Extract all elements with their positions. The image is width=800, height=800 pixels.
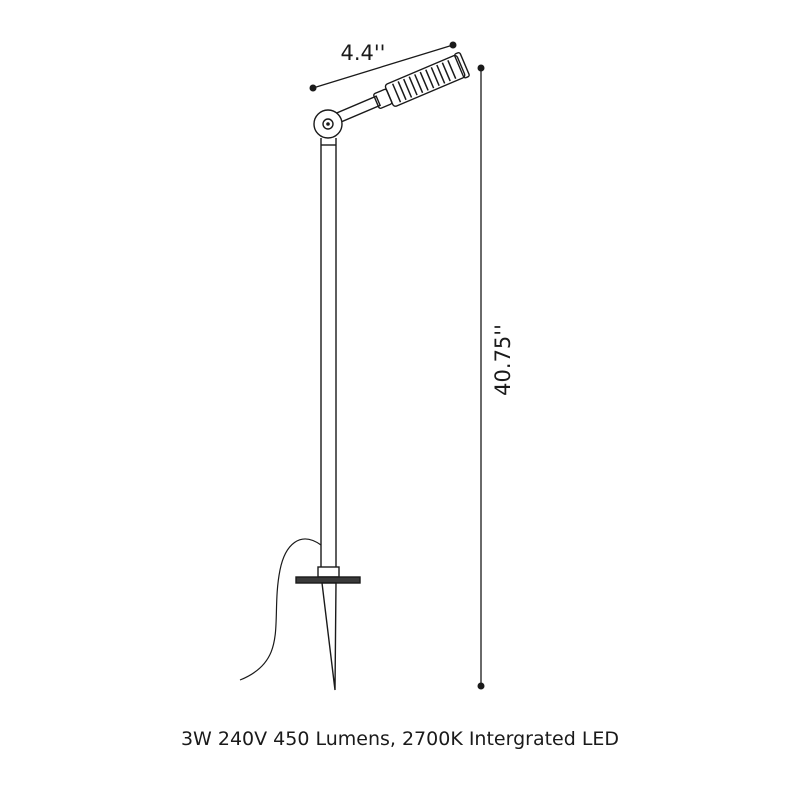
- lamp-head-body: [384, 54, 466, 107]
- height-dimension-label: 40.75'': [491, 324, 515, 396]
- product-spec-caption: 3W 240V 450 Lumens, 2700K Intergrated LE…: [180, 728, 620, 750]
- pivot-center: [326, 122, 330, 126]
- flange-plate: [295, 576, 361, 584]
- width-dimension-end-left: [309, 84, 317, 92]
- ground-flange: [295, 566, 361, 584]
- lamp-head-cap: [454, 52, 470, 79]
- pole-collar: [317, 566, 340, 578]
- pole: [320, 138, 337, 568]
- width-dimension-label: 4.4'': [341, 41, 386, 65]
- power-cable: [239, 538, 322, 681]
- width-dimension-line: [312, 44, 454, 89]
- pivot-joint: [313, 109, 343, 139]
- ground-spike: [321, 582, 337, 691]
- height-dimension: [477, 64, 485, 690]
- pivot-inner: [322, 118, 334, 130]
- height-dimension-end-top: [477, 64, 485, 72]
- width-dimension-end-right: [449, 41, 457, 49]
- lamp-fins: [391, 60, 457, 103]
- height-dimension-end-bottom: [477, 682, 485, 690]
- width-dimension: [309, 41, 457, 92]
- lamp-neck: [373, 88, 393, 110]
